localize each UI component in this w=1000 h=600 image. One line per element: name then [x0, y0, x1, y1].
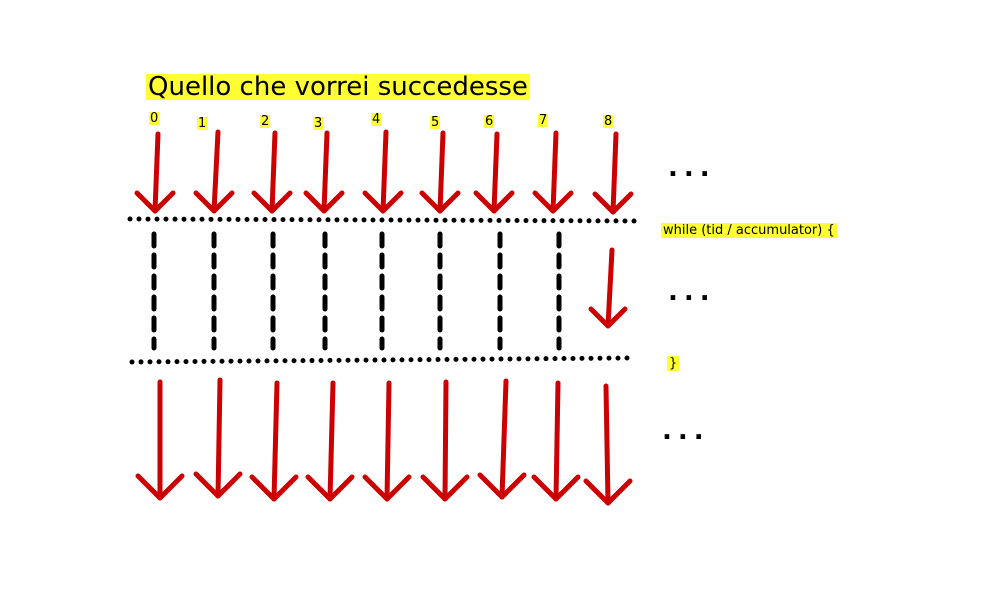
loop-start-dotted-line	[127, 216, 641, 224]
exit-arrow-2	[249, 380, 299, 502]
thread-index-4: 4	[371, 112, 382, 127]
loop-open-label: while (tid / accumulator) {	[661, 223, 837, 238]
exit-arrow-5	[420, 379, 470, 502]
thread-index-3: 3	[313, 116, 324, 131]
entry-arrow-2	[251, 130, 293, 214]
exit-arrow-6	[477, 378, 527, 500]
thread-index-2: 2	[260, 114, 271, 129]
entry-arrow-7	[532, 130, 574, 214]
exit-arrow-7	[531, 380, 581, 502]
thread-index-8: 8	[603, 114, 614, 129]
exit-arrow-4	[362, 380, 412, 502]
ellipsis-bottom: ...	[662, 416, 710, 446]
thread-index-7: 7	[538, 113, 549, 128]
loop-arrow-8	[588, 247, 628, 329]
ellipsis-middle: ...	[668, 277, 716, 307]
thread-index-0: 0	[149, 111, 160, 126]
exit-arrow-3	[305, 380, 355, 502]
entry-arrow-8	[592, 131, 634, 215]
exit-arrow-0	[135, 379, 185, 501]
entry-arrow-4	[362, 129, 404, 214]
entry-arrow-5	[419, 130, 461, 214]
thread-index-6: 6	[484, 114, 495, 129]
thread-index-1: 1	[197, 116, 208, 131]
ellipsis-top: ...	[668, 153, 716, 183]
entry-arrow-0	[134, 131, 176, 214]
loop-end-dotted-line	[129, 355, 633, 365]
exit-arrow-1	[193, 377, 243, 499]
entry-arrow-3	[303, 130, 345, 214]
entry-arrow-1	[193, 129, 235, 214]
thread-index-5: 5	[430, 115, 441, 130]
loop-close-label: }	[667, 356, 680, 371]
exit-arrow-8	[583, 383, 633, 506]
diagram-title: Quello che vorrei succedesse	[146, 72, 530, 102]
entry-arrow-6	[473, 131, 515, 214]
